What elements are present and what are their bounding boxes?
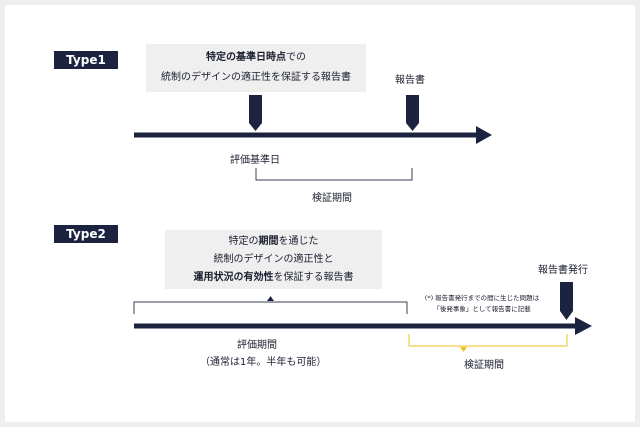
type1-note-line1: 特定の基準日時点での <box>146 48 366 68</box>
type2-note-line1-pre: 特定の <box>228 236 259 247</box>
type2-note-line3-rest: を保証する報告書 <box>273 272 354 283</box>
type2-note-line3: 運用状況の有効性を保証する報告書 <box>165 269 382 287</box>
type2-note-emphasis-period: 期間 <box>258 236 279 247</box>
type2-eval-period-label: 評価期間 <box>237 340 277 351</box>
type2-note-line1-post: を通じた <box>278 236 319 247</box>
type2-eval-bracket-pointer <box>267 296 274 301</box>
type1-eval-date-marker <box>249 95 262 131</box>
type2-verify-bracket <box>408 334 568 347</box>
type2-report-issue-marker <box>560 282 573 320</box>
type2-badge: Type2 <box>54 225 118 243</box>
type2-verify-label: 検証期間 <box>464 360 504 371</box>
type1-report-marker <box>406 95 419 131</box>
type2-timeline-bar <box>134 323 577 329</box>
type2-note-box: 特定の期間を通じた 統制のデザインの適正性と 運用状況の有効性を保証する報告書 <box>165 230 382 289</box>
type1-verify-bracket <box>255 168 413 181</box>
type2-small-note-line2: 「後発事象」として報告書に記載 <box>433 305 531 313</box>
type2-small-note-line1: (*) 報告書発行までの間に生じた問題は <box>424 294 540 302</box>
type2-eval-period-sub: （通常は1年。半年も可能） <box>200 357 327 368</box>
type2-note-line1: 特定の期間を通じた <box>165 233 382 251</box>
type2-report-issue-label: 報告書発行 <box>538 265 588 276</box>
type1-report-label: 報告書 <box>395 75 425 86</box>
type2-note-line2: 統制のデザインの適正性と <box>213 254 334 265</box>
type1-note-line2: 統制のデザインの適正性を保証する報告書 <box>161 72 351 83</box>
type1-timeline-bar <box>134 132 476 138</box>
type2-timeline-arrowhead <box>575 317 592 335</box>
diagram-canvas: Type1 特定の基準日時点での 統制のデザインの適正性を保証する報告書 報告書… <box>5 5 635 422</box>
type1-timeline-arrowhead <box>476 126 492 144</box>
type2-subsequent-events-note: (*) 報告書発行までの間に生じた問題は 「後発事象」として報告書に記載 <box>412 293 552 315</box>
type1-verify-label: 検証期間 <box>312 193 352 204</box>
type1-note-emphasis: 特定の基準日時点 <box>206 52 286 63</box>
type1-badge: Type1 <box>54 51 118 69</box>
type2-eval-bracket <box>133 301 408 314</box>
type2-verify-bracket-pointer <box>460 347 467 352</box>
type1-note-box: 特定の基準日時点での 統制のデザインの適正性を保証する報告書 <box>146 44 366 92</box>
type1-eval-date-label: 評価基準日 <box>230 155 280 166</box>
timeline-graphics <box>133 95 592 352</box>
type2-note-emphasis-effectiveness: 運用状況の有効性 <box>193 272 274 283</box>
type1-note-line1-rest: での <box>286 52 306 63</box>
